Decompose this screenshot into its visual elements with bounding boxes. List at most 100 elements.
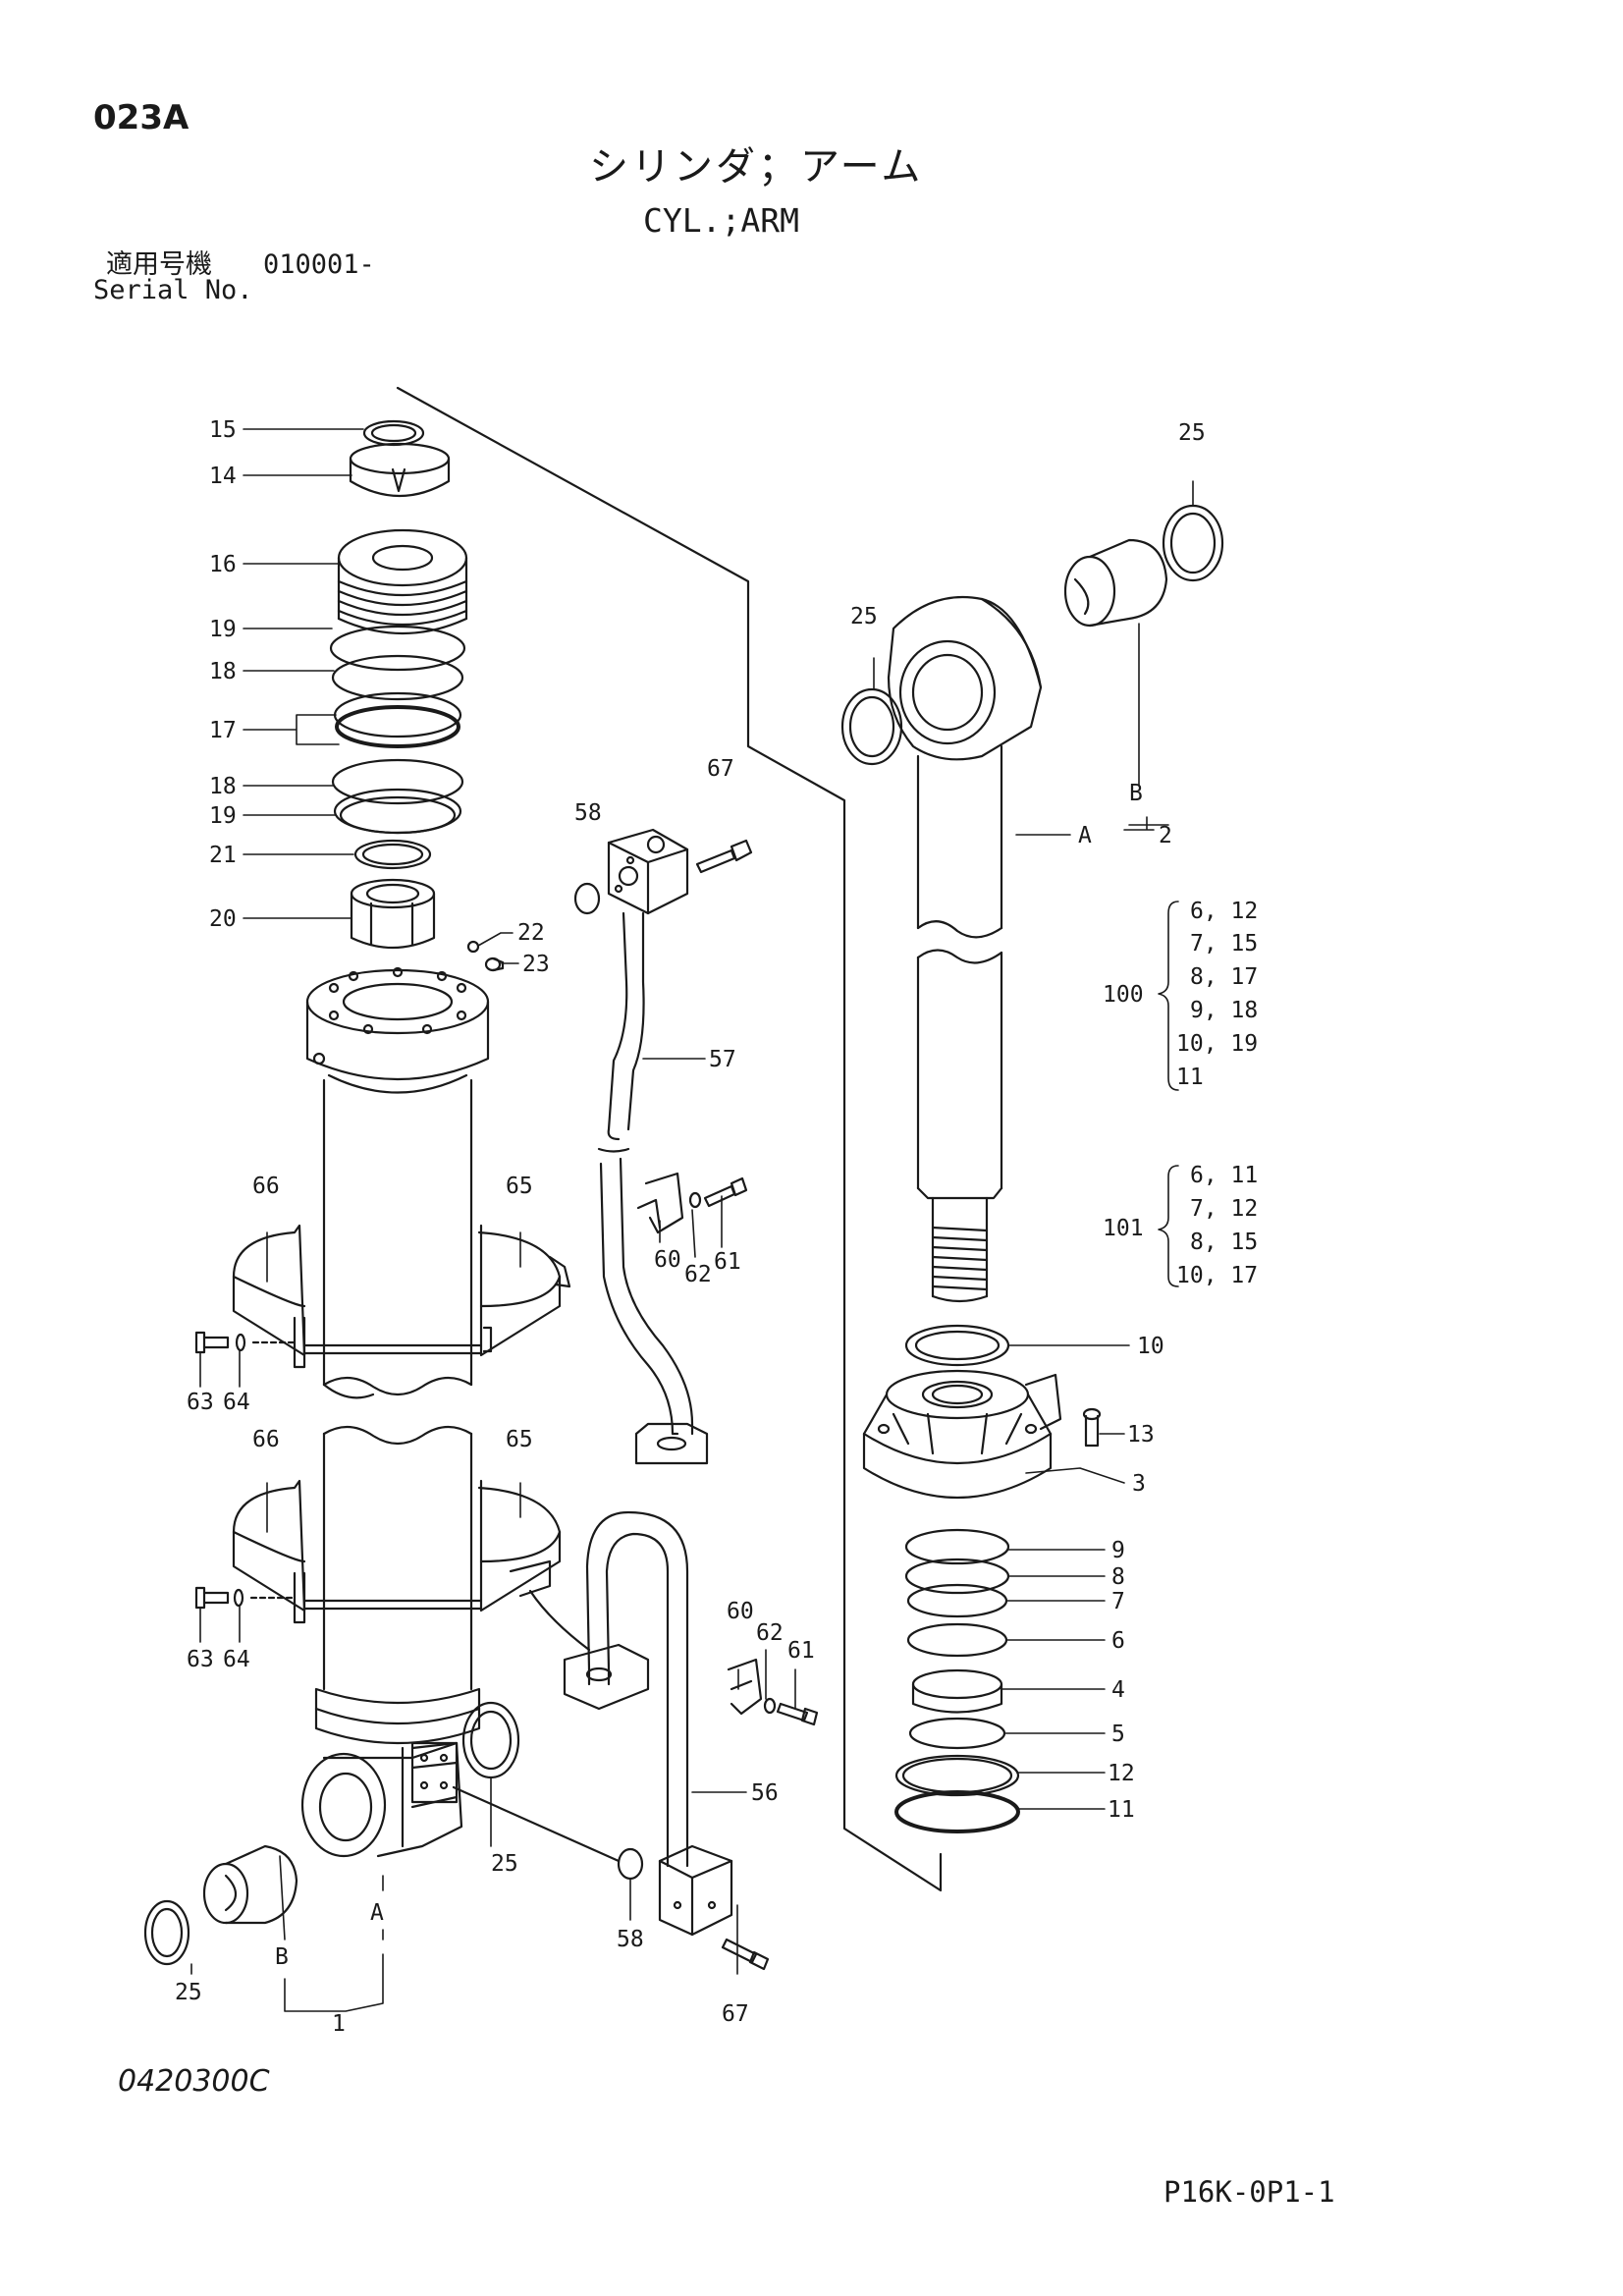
pipe-clamp-upper-65-66: [232, 1224, 571, 1369]
callout-63-bottom: 63: [187, 1647, 214, 1672]
callout-58-bottom: 58: [617, 1927, 644, 1952]
callout-63-top: 63: [187, 1390, 214, 1415]
kit-101-brace: [1158, 1165, 1179, 1287]
callout-64-top: 64: [223, 1390, 250, 1415]
kit-100-line: 9, 18: [1190, 998, 1258, 1023]
callout-60-bottom: 60: [727, 1599, 754, 1624]
dust-seal-15: [362, 419, 425, 447]
piston-rings-19-18-17: [329, 625, 466, 835]
serial-label-japanese: 適用号機: [106, 249, 212, 280]
callout-11: 11: [1108, 1797, 1135, 1823]
title-english: CYL.;ARM: [643, 201, 799, 240]
ring-4: [911, 1668, 1003, 1714]
cylinder-tube-1: [300, 966, 490, 1858]
callout-25-right: 25: [850, 604, 878, 629]
callout-15: 15: [209, 417, 237, 443]
piston-rod-2: [887, 595, 1043, 1303]
callout-5: 5: [1111, 1722, 1125, 1747]
callout-9: 9: [1111, 1538, 1125, 1563]
callout-18-bottom: 18: [209, 774, 237, 799]
callout-60-top: 60: [654, 1247, 681, 1273]
callout-19-top: 19: [209, 617, 237, 642]
callout-16: 16: [209, 552, 237, 577]
callout-20: 20: [209, 906, 237, 932]
callout-23: 23: [522, 952, 550, 977]
clamp-60-bolt-61-lower: [727, 1658, 819, 1726]
flange-block-lower: [658, 1844, 733, 1937]
page-reference: P16K-0P1-1: [1163, 2175, 1335, 2209]
serial-value: 010001-: [263, 249, 375, 280]
kit-101-line: 6, 11: [1190, 1163, 1258, 1188]
dust-seal-25-mid: [461, 1701, 520, 1779]
callout-A-right: A: [1078, 823, 1092, 848]
callout-8: 8: [1111, 1564, 1125, 1590]
callout-1: 1: [332, 2011, 346, 2037]
callout-3: 3: [1132, 1471, 1146, 1497]
callout-65-bottom: 65: [506, 1427, 533, 1452]
piston-rings-9-8-7-6: [904, 1528, 1010, 1658]
ring-11: [894, 1790, 1020, 1833]
kit-100-line: 7, 15: [1190, 931, 1258, 957]
callout-57: 57: [709, 1047, 736, 1072]
callout-17: 17: [209, 718, 237, 743]
kit-101-line: 8, 15: [1190, 1230, 1258, 1255]
flange-block-upper: [607, 828, 689, 915]
dust-seal-25-right-top: [1162, 504, 1224, 582]
callout-2: 2: [1159, 823, 1172, 848]
callout-62-bottom: 62: [756, 1620, 784, 1646]
callout-67-bottom: 67: [722, 2001, 749, 2027]
bushing-B-right: [1063, 538, 1168, 628]
callout-21: 21: [209, 843, 237, 868]
cylinder-head-16: [337, 528, 468, 635]
callout-13: 13: [1127, 1422, 1155, 1448]
bolt-63-washer-64-lower: [194, 1586, 297, 1610]
piston-3: [862, 1369, 1062, 1499]
assembly-boundary-lines: [396, 386, 943, 1892]
callout-58-top: 58: [574, 800, 602, 826]
dust-seal-25-left: [143, 1899, 190, 1966]
steel-ball-22: [466, 940, 480, 954]
ring-10: [904, 1324, 1010, 1367]
bolt-67-upper: [695, 839, 753, 874]
callout-6: 6: [1111, 1628, 1125, 1654]
o-ring-58-lower: [452, 1785, 644, 1881]
bushing-B-left: [202, 1844, 298, 1925]
ring-21: [353, 839, 432, 870]
kit-100-label: 100: [1103, 982, 1144, 1008]
callout-25-mid: 25: [491, 1851, 518, 1877]
kit-100-line: 10, 19: [1176, 1031, 1258, 1057]
callout-18-top: 18: [209, 659, 237, 684]
serial-label-english: Serial No.: [93, 275, 253, 305]
callout-B-right: B: [1129, 781, 1143, 806]
kit-101-line: 10, 17: [1176, 1263, 1258, 1288]
pipe-57: [597, 911, 709, 1465]
callout-65-top: 65: [506, 1174, 533, 1199]
kit-100-line: 11: [1176, 1065, 1204, 1090]
ring-5: [908, 1717, 1006, 1750]
callout-66-top: 66: [252, 1174, 280, 1199]
callout-61-top: 61: [714, 1249, 741, 1275]
o-ring-58-upper: [573, 882, 601, 915]
kit-101-line: 7, 12: [1190, 1196, 1258, 1222]
callout-7: 7: [1111, 1589, 1125, 1614]
set-screw-23: [484, 957, 505, 972]
bushing-14: [349, 442, 451, 497]
callout-61-bottom: 61: [787, 1638, 815, 1664]
ring-12: [894, 1754, 1020, 1797]
bolt-67-lower: [721, 1938, 770, 1971]
callout-25-right-top: 25: [1178, 420, 1206, 446]
kit-100-line: 8, 17: [1190, 964, 1258, 990]
callout-56: 56: [751, 1780, 779, 1806]
callout-A-left: A: [370, 1900, 384, 1926]
pipe-56: [528, 1510, 689, 1868]
callout-B-left: B: [275, 1944, 289, 1970]
callout-4: 4: [1111, 1677, 1125, 1703]
title-japanese: シリンダ；アーム: [589, 144, 924, 190]
callout-66-bottom: 66: [252, 1427, 280, 1452]
kit-100-brace: [1158, 901, 1179, 1091]
callout-22: 22: [517, 920, 545, 946]
callout-19-bottom: 19: [209, 803, 237, 829]
leader-lines: [190, 428, 1194, 2012]
callout-67-top: 67: [707, 756, 734, 782]
